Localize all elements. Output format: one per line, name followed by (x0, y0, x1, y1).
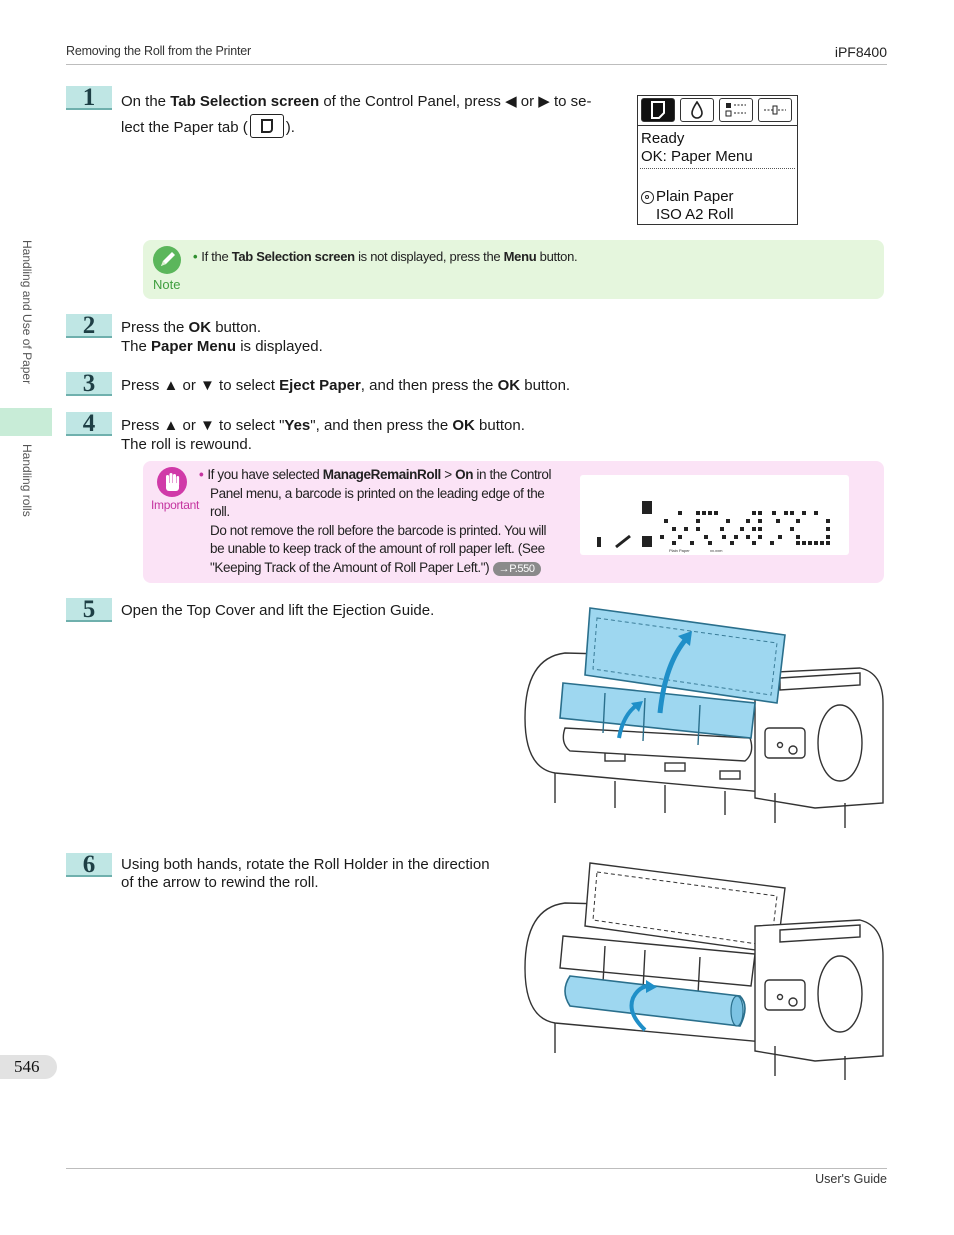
step-2-text: Press the OK button. The Paper Menu is d… (121, 319, 323, 355)
note-text: •If the Tab Selection screen is not disp… (193, 249, 578, 264)
barcode-caption-media: Plain Paper (669, 548, 690, 553)
lcd-tab-row (638, 96, 797, 126)
paper-tab-icon (249, 114, 284, 139)
barcode-example: Plain Paper xx.xxm (580, 475, 849, 555)
footer-rule (66, 1168, 887, 1169)
note-callout: Note •If the Tab Selection screen is not… (143, 240, 884, 299)
step-6-text: Using both hands, rotate the Roll Holder… (121, 856, 490, 891)
step-5-badge: 5 (66, 597, 112, 622)
job-tab-icon (719, 98, 753, 122)
step-1-text: On the Tab Selection screen of the Contr… (121, 89, 626, 141)
roll-icon (641, 190, 654, 204)
step-4-badge: 4 (66, 411, 112, 436)
important-callout: Important •If you have selected ManageRe… (143, 461, 884, 583)
page-reference-link[interactable]: →P.550 (492, 561, 541, 576)
important-text: •If you have selected ManageRemainRoll >… (199, 467, 552, 576)
page-number: 546 (0, 1055, 57, 1079)
important-label: Important (151, 498, 199, 512)
lcd-divider (640, 168, 795, 169)
footer-guide-name: User's Guide (815, 1172, 887, 1186)
note-label: Note (153, 277, 181, 292)
sidebar-chapter-label: Handling and Use of Paper (20, 240, 34, 385)
step-6-badge: 6 (66, 852, 112, 877)
hand-stop-icon (157, 467, 187, 497)
ink-tab-icon (680, 98, 714, 122)
step-5-text: Open the Top Cover and lift the Ejection… (121, 602, 435, 619)
control-panel-display: Ready OK: Paper Menu Plain Paper ISO A2 … (637, 95, 798, 225)
running-header-title: Removing the Roll from the Printer (66, 44, 251, 58)
lcd-media-size: ISO A2 Roll (656, 206, 734, 223)
step-3-text: Press ▲ or ▼ to select Eject Paper, and … (121, 377, 571, 394)
barcode-caption-length: xx.xxm (710, 548, 723, 553)
lcd-media-type: Plain Paper (641, 188, 794, 206)
sidebar-section-marker (0, 408, 52, 436)
lcd-status: Ready (641, 130, 685, 147)
printer-illustration-rotate-roll (515, 858, 885, 1086)
printer-illustration-open-cover (515, 603, 885, 833)
pencil-note-icon (153, 246, 181, 274)
header-rule (66, 64, 887, 65)
sidebar-section-label: Handling rolls (20, 444, 34, 517)
step-1-badge: 1 (66, 85, 112, 110)
step-4-text: Press ▲ or ▼ to select "Yes", and then p… (121, 417, 525, 453)
paper-tab-icon (641, 98, 675, 122)
step-2-badge: 2 (66, 313, 112, 338)
running-header-model: iPF8400 (834, 44, 887, 60)
settings-tab-icon (758, 98, 792, 122)
lcd-hint: OK: Paper Menu (641, 148, 753, 165)
step-3-badge: 3 (66, 371, 112, 396)
